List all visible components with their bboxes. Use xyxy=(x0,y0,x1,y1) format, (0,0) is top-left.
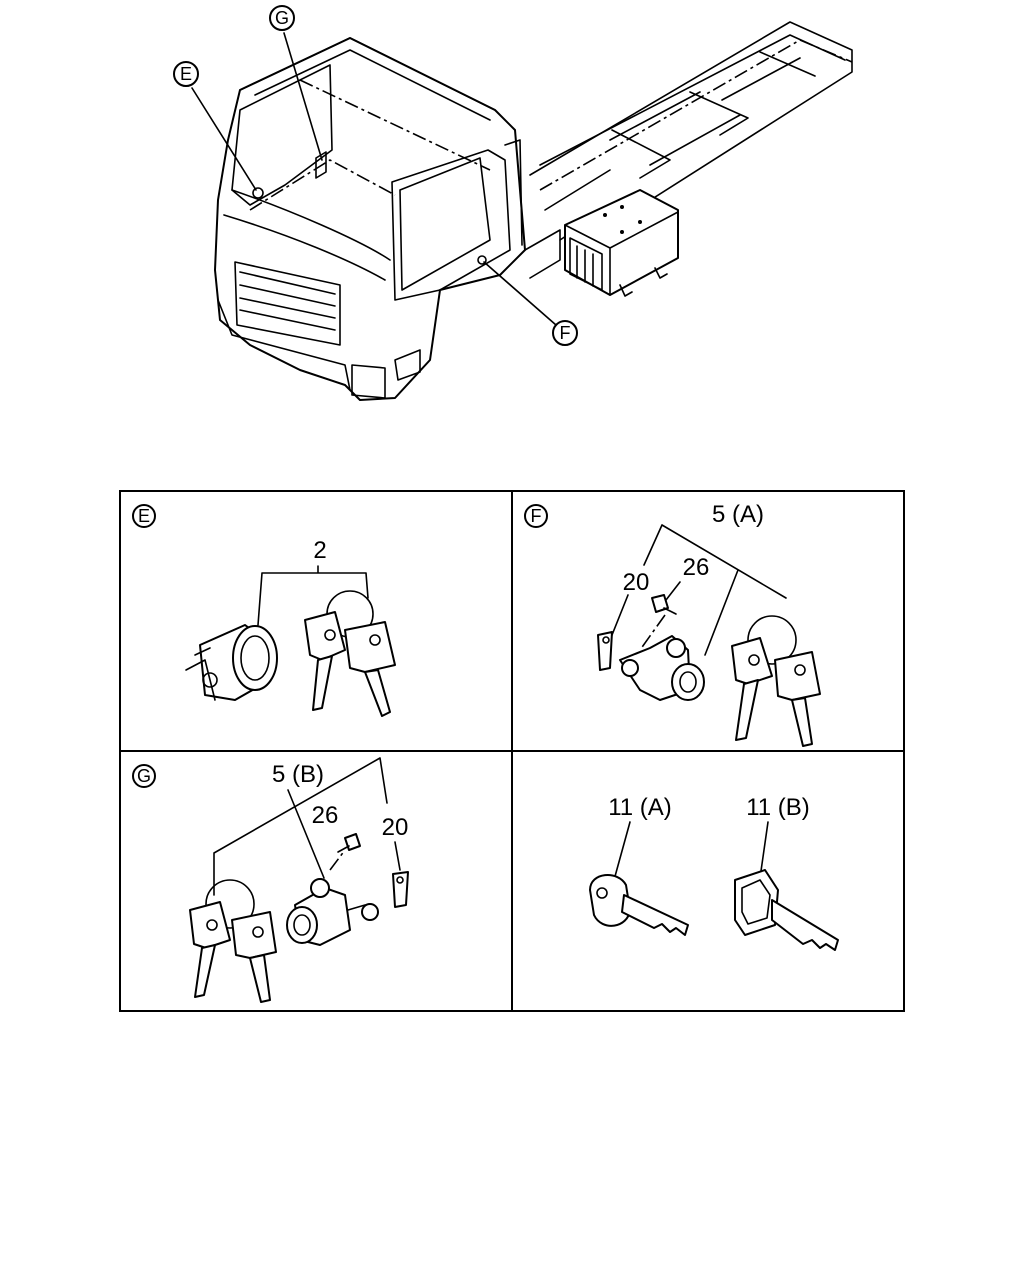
screw-26-g xyxy=(337,833,361,853)
leader-5a xyxy=(643,524,787,656)
detail-grid xyxy=(119,490,905,1012)
door-lock-cylinder-f xyxy=(619,614,705,701)
panel-blank-keys: 11 (A) 11 (B) xyxy=(589,794,839,951)
part-label-11a: 11 (A) xyxy=(608,794,672,821)
svg-text:G: G xyxy=(275,8,289,28)
part-label-26: 26 xyxy=(683,554,710,581)
leader-26-20-g xyxy=(394,841,401,871)
callout-e: E xyxy=(173,61,199,87)
part-label-11b: 11 (B) xyxy=(746,794,810,821)
leader-20-26 xyxy=(609,581,681,641)
panel-e-badge: E xyxy=(132,504,156,528)
key-11a xyxy=(589,874,689,936)
clip-20 xyxy=(597,631,613,671)
part-label-5b: 5 (B) xyxy=(272,761,324,788)
panel-f-badge: F xyxy=(524,504,548,528)
panel-e: E 2 xyxy=(132,504,396,717)
door-lock-cylinder-g xyxy=(286,849,379,946)
part-label-20-g: 20 xyxy=(382,814,409,841)
panel-f: F 5 (A) 20 26 xyxy=(524,501,821,747)
leader-5b xyxy=(213,757,388,896)
key-set-g xyxy=(189,879,277,1003)
cab xyxy=(214,37,526,401)
callout-g: G xyxy=(269,5,295,31)
svg-text:E: E xyxy=(180,64,192,84)
part-label-26-g: 26 xyxy=(312,802,339,829)
svg-text:G: G xyxy=(137,766,151,786)
panel-g: G 5 (B) 26 20 xyxy=(132,757,409,1003)
truck-overview-illustration: E G F xyxy=(173,5,853,401)
part-label-2: 2 xyxy=(313,537,326,564)
callout-f: F xyxy=(552,320,578,346)
key-11b xyxy=(734,869,839,951)
overview-leaders xyxy=(191,32,557,326)
ignition-lock-cylinder xyxy=(185,624,278,701)
key-set-f xyxy=(731,615,821,747)
svg-text:F: F xyxy=(560,323,571,343)
part-label-20: 20 xyxy=(623,569,650,596)
battery-box xyxy=(564,189,679,297)
screw-26 xyxy=(651,594,677,615)
part-label-5a: 5 (A) xyxy=(712,501,764,528)
panel-g-badge: G xyxy=(132,764,156,788)
svg-text:E: E xyxy=(138,506,150,526)
svg-text:F: F xyxy=(531,506,542,526)
leader-2 xyxy=(257,565,369,626)
clip-20-g xyxy=(392,871,409,908)
key-set-e xyxy=(304,590,396,717)
chassis-frame xyxy=(524,21,853,279)
